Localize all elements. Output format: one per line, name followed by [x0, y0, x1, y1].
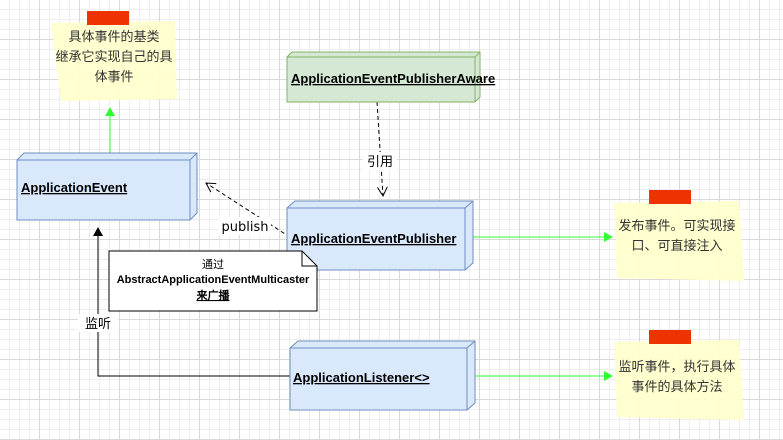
publisher-aware-label: ApplicationEventPublisherAware — [291, 71, 495, 86]
event-note-line2: 继承它实现自己的具 — [55, 49, 172, 65]
publish-note-line2: 口、可直接注入 — [631, 238, 722, 254]
publisher-label: ApplicationEventPublisher — [291, 231, 456, 246]
listener-node[interactable]: ApplicationListener<> — [289, 340, 476, 411]
application-event-label: ApplicationEvent — [21, 180, 128, 195]
reference-arrow — [376, 101, 388, 198]
publish-note-tape — [649, 190, 691, 204]
listener-label: ApplicationListener<> — [293, 370, 430, 385]
event-note-line1: 具体事件的基类 — [68, 29, 159, 45]
listen-note-line1: 监听事件，执行具体 — [618, 360, 735, 375]
listen-note-tape — [649, 330, 691, 344]
event-note-tape — [87, 11, 129, 25]
multicaster-line1: 通过 — [202, 258, 224, 271]
publish-arrow — [205, 182, 297, 242]
event-note-line3: 体事件 — [94, 70, 133, 85]
publisher-aware-node[interactable]: ApplicationEventPublisherAware — [286, 51, 495, 103]
multicaster-note: 通过 AbstractApplicationEventMulticaster 来… — [108, 250, 318, 312]
listen-label: 监听 — [85, 317, 111, 332]
event-sticky-note: 具体事件的基类 继承它实现自己的具 体事件 — [51, 11, 177, 101]
publish-note-line1: 发布事件。可实现接 — [618, 218, 735, 234]
application-event-node[interactable]: ApplicationEvent — [16, 152, 198, 221]
reference-label: 引用 — [367, 155, 393, 170]
multicaster-line2: AbstractApplicationEventMulticaster — [117, 274, 310, 286]
listen-label-bg — [78, 314, 118, 332]
listen-sticky-note: 监听事件，执行具体 事件的具体方法 — [614, 330, 744, 420]
publisher-node[interactable]: ApplicationEventPublisher — [286, 200, 474, 271]
multicaster-line3: 来广播 — [196, 288, 231, 302]
reference-label-bg — [363, 152, 397, 170]
publish-label-bg — [219, 217, 271, 235]
listen-note-line2: 事件的具体方法 — [631, 379, 722, 395]
publish-label: publish — [222, 220, 269, 235]
publish-sticky-note: 发布事件。可实现接 口、可直接注入 — [614, 190, 744, 281]
listen-arrow — [93, 227, 291, 377]
